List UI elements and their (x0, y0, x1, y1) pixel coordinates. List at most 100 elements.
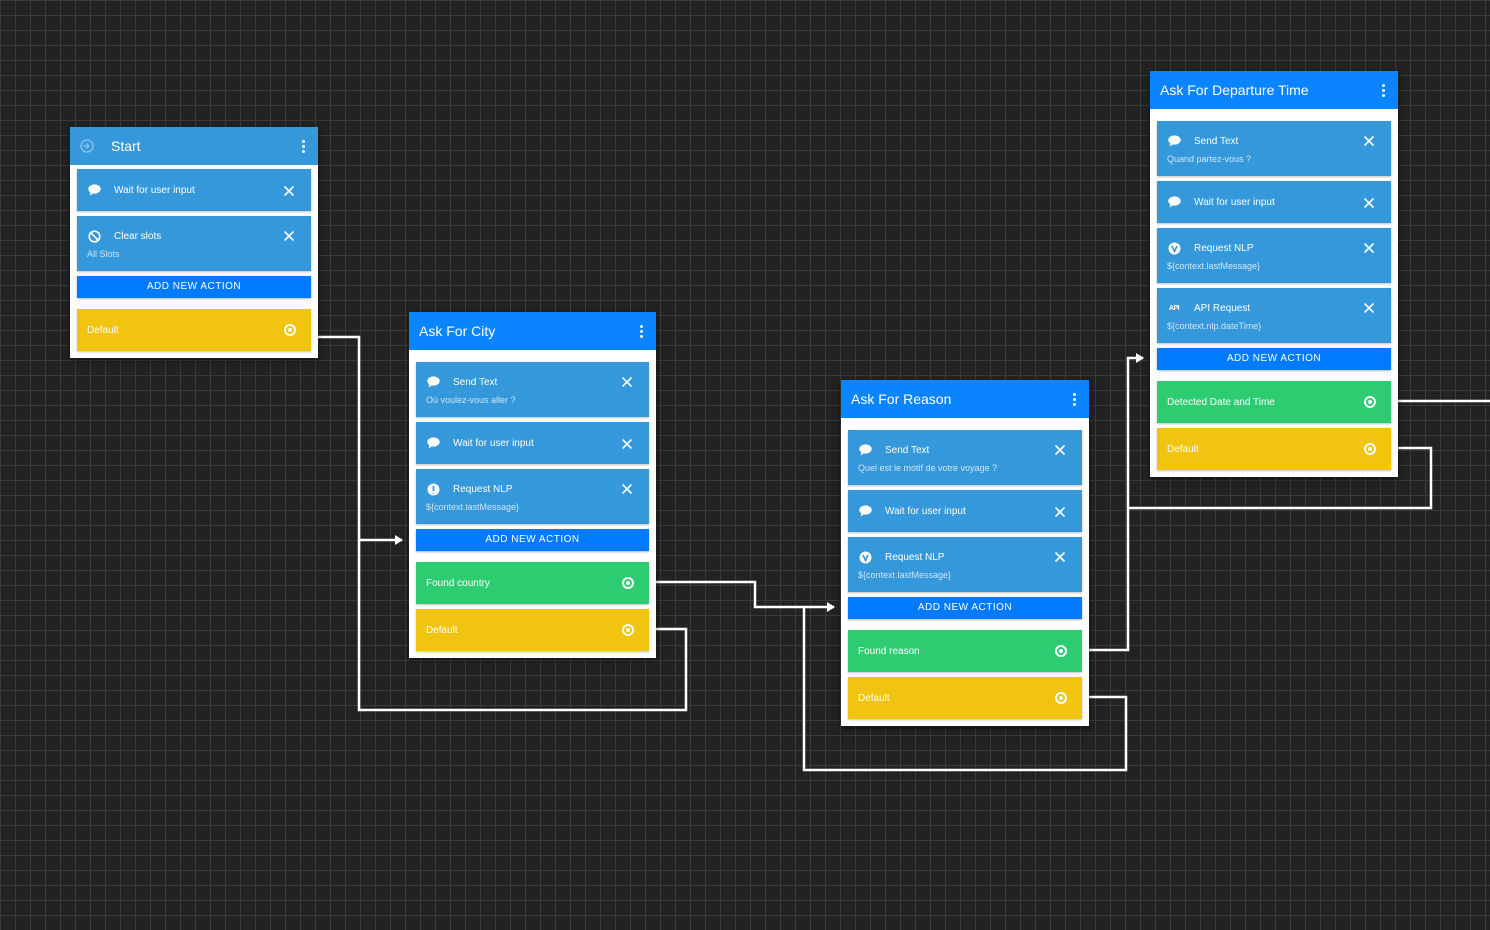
node-ask-for-reason[interactable]: Ask For Reason Send Text Quel est le mot… (841, 380, 1089, 726)
action-send-text[interactable]: Send Text Quand partez-vous ? (1157, 121, 1391, 176)
close-icon[interactable] (1054, 550, 1066, 563)
transition-label: Default (426, 624, 458, 636)
action-wait-user-input[interactable]: Wait for user input (848, 490, 1082, 532)
close-icon[interactable] (1054, 443, 1066, 456)
output-port[interactable] (1364, 396, 1376, 408)
transition-default[interactable]: Default (416, 609, 649, 651)
api-icon: API (1168, 304, 1180, 312)
action-title: Request NLP (1194, 242, 1254, 254)
chat-bubble-icon (426, 375, 440, 389)
transition-label: Default (1167, 443, 1199, 455)
close-icon[interactable] (283, 229, 295, 242)
transition-found-country[interactable]: Found country (416, 562, 649, 604)
close-icon[interactable] (1363, 241, 1375, 254)
action-subtitle: All Slots (87, 249, 120, 259)
close-icon[interactable] (621, 437, 633, 450)
action-title: Request NLP (885, 551, 945, 563)
close-icon[interactable] (1363, 301, 1375, 314)
action-title: Wait for user input (114, 184, 195, 196)
action-title: Send Text (1194, 135, 1239, 147)
add-new-action-button[interactable]: ADD NEW ACTION (77, 276, 311, 298)
action-send-text[interactable]: Send Text Quel est le motif de votre voy… (848, 430, 1082, 485)
nlp-icon (1167, 241, 1181, 255)
chat-bubble-icon (426, 436, 440, 450)
output-port[interactable] (622, 624, 634, 636)
action-api-request[interactable]: API API Request ${context.nlp.dateTime} (1157, 288, 1391, 343)
action-title: Send Text (885, 444, 930, 456)
action-send-text[interactable]: Send Text Où voulez-vous aller ? (416, 362, 649, 417)
action-request-nlp[interactable]: Request NLP ${context.lastMessage} (416, 469, 649, 524)
action-subtitle: ${context.lastMessage} (426, 502, 520, 512)
node-ask-for-departure-time[interactable]: Ask For Departure Time Send Text Quand p… (1150, 71, 1398, 477)
node-start[interactable]: Start Wait for user input Clear slots Al… (70, 127, 318, 358)
node-title: Ask For Reason (851, 391, 952, 407)
transition-detected-date-time[interactable]: Detected Date and Time (1157, 381, 1391, 423)
transition-default[interactable]: Default (848, 677, 1082, 719)
action-wait-user-input[interactable]: Wait for user input (1157, 181, 1391, 223)
node-title: Ask For Departure Time (1160, 82, 1309, 98)
output-port[interactable] (1055, 645, 1067, 657)
transition-found-reason[interactable]: Found reason (848, 630, 1082, 672)
add-new-action-button[interactable]: ADD NEW ACTION (848, 597, 1082, 619)
chat-bubble-icon (1167, 134, 1181, 148)
chat-bubble-icon (1167, 195, 1181, 209)
transition-label: Default (858, 692, 890, 704)
node-header[interactable]: Ask For City (409, 312, 656, 350)
close-icon[interactable] (283, 184, 295, 197)
action-title: API Request (1194, 302, 1251, 314)
action-request-nlp[interactable]: Request NLP ${context.lastMessage} (1157, 228, 1391, 283)
transition-default[interactable]: Default (1157, 428, 1391, 470)
more-vert-icon[interactable] (636, 324, 646, 338)
output-port[interactable] (622, 577, 634, 589)
close-icon[interactable] (621, 482, 633, 495)
action-wait-user-input[interactable]: Wait for user input (77, 169, 311, 211)
action-clear-slots[interactable]: Clear slots All Slots (77, 216, 311, 271)
action-title: Request NLP (453, 483, 513, 495)
close-icon[interactable] (621, 375, 633, 388)
node-title: Start (111, 138, 141, 154)
node-header[interactable]: Ask For Reason (841, 380, 1089, 418)
action-subtitle: ${context.lastMessage} (858, 570, 952, 580)
chat-bubble-icon (858, 443, 872, 457)
node-ask-for-city[interactable]: Ask For City Send Text Où voulez-vous al… (409, 312, 656, 658)
transition-label: Found reason (858, 645, 920, 657)
wire-city-found-country-to-reason (636, 580, 835, 612)
action-subtitle: ${context.lastMessage} (1167, 261, 1261, 271)
action-title: Send Text (453, 376, 498, 388)
more-vert-icon[interactable] (1378, 83, 1388, 97)
output-port[interactable] (1364, 443, 1376, 455)
chat-bubble-icon (87, 183, 101, 197)
action-title: Wait for user input (453, 437, 534, 449)
block-icon (87, 229, 101, 243)
login-icon (80, 139, 94, 153)
action-subtitle: Quand partez-vous ? (1167, 154, 1252, 164)
transition-label: Detected Date and Time (1167, 396, 1275, 408)
close-icon[interactable] (1054, 505, 1066, 518)
action-request-nlp[interactable]: Request NLP ${context.lastMessage} (848, 537, 1082, 592)
action-title: Clear slots (114, 230, 162, 242)
action-subtitle: ${context.nlp.dateTime} (1167, 321, 1262, 331)
action-title: Wait for user input (1194, 196, 1275, 208)
action-subtitle: Quel est le motif de votre voyage ? (858, 463, 998, 473)
transition-label: Default (87, 324, 119, 336)
output-port[interactable] (1055, 692, 1067, 704)
chat-bubble-icon (858, 504, 872, 518)
action-title: Wait for user input (885, 505, 966, 517)
add-new-action-button[interactable]: ADD NEW ACTION (1157, 348, 1391, 370)
node-title: Ask For City (419, 323, 496, 339)
action-wait-user-input[interactable]: Wait for user input (416, 422, 649, 464)
close-icon[interactable] (1363, 196, 1375, 209)
more-vert-icon[interactable] (1069, 392, 1079, 406)
more-vert-icon[interactable] (298, 139, 308, 153)
add-new-action-button[interactable]: ADD NEW ACTION (416, 529, 649, 551)
node-header[interactable]: Start (70, 127, 318, 165)
nlp-icon (426, 482, 440, 496)
transition-label: Found country (426, 577, 490, 589)
wire-start-default-to-city (297, 335, 403, 545)
output-port[interactable] (284, 324, 296, 336)
close-icon[interactable] (1363, 134, 1375, 147)
action-subtitle: Où voulez-vous aller ? (426, 395, 516, 405)
nlp-icon (858, 550, 872, 564)
transition-default[interactable]: Default (77, 309, 311, 351)
node-header[interactable]: Ask For Departure Time (1150, 71, 1398, 109)
